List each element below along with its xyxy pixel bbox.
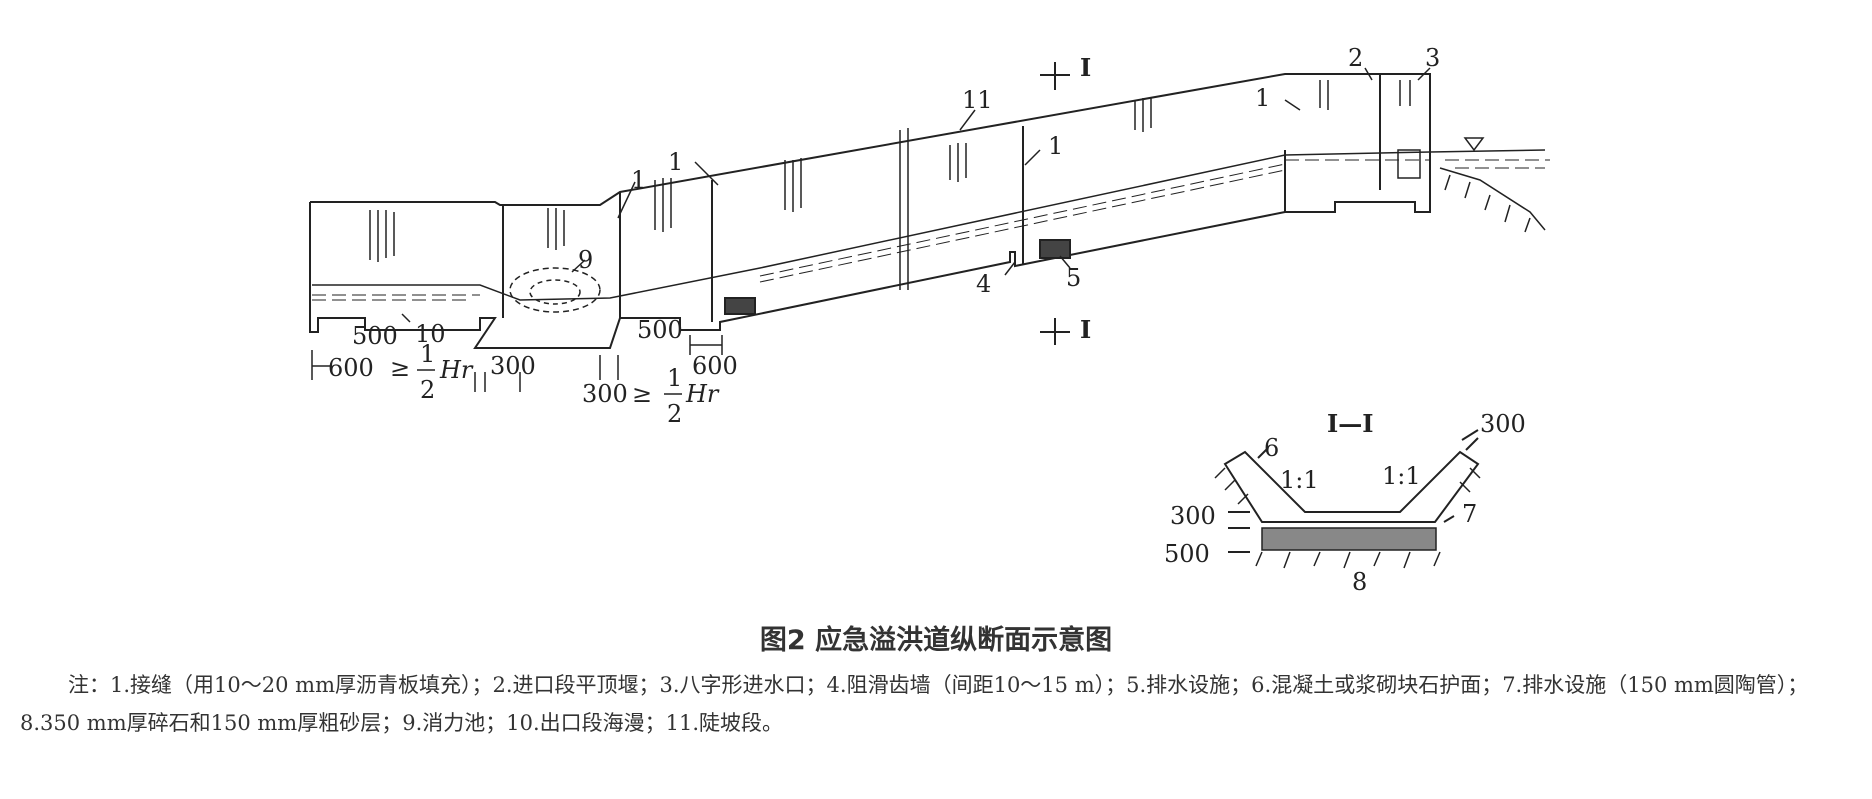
stilling-pool-swirl <box>509 267 601 313</box>
ge-mid: ≥ <box>632 380 652 408</box>
water-lines <box>312 159 1550 301</box>
label-4: 4 <box>976 270 991 298</box>
section-mark-label-bottom: I <box>1080 315 1091 344</box>
label-5: 5 <box>1066 264 1081 292</box>
section-mark-top <box>1040 62 1070 90</box>
dim-500-left: 500 <box>352 322 398 350</box>
label-2: 2 <box>1348 44 1363 72</box>
ge-left: ≥ <box>390 354 410 382</box>
cross-dim-300: 300 <box>1170 502 1216 530</box>
half-den-left: 2 <box>420 376 435 404</box>
cross-leaders <box>1228 429 1479 553</box>
dim-500-mid: 500 <box>637 316 683 344</box>
cross-section-title: I—I <box>1327 409 1373 438</box>
gravel-layer <box>1261 527 1437 551</box>
label-1d: 1 <box>1255 84 1270 112</box>
label-3: 3 <box>1425 44 1440 72</box>
label-9: 9 <box>578 246 593 274</box>
section-mark-label-top: I <box>1080 53 1091 82</box>
cross-label-7: 7 <box>1462 500 1477 528</box>
cross-label-6: 6 <box>1264 434 1279 462</box>
label-11: 11 <box>962 86 993 114</box>
dim-300-left: 300 <box>490 352 536 380</box>
label-10: 10 <box>415 320 446 348</box>
label-1c: 1 <box>1048 132 1063 160</box>
figure-note: 注：1.接缝（用10～20 mm厚沥青板填充）；2.进口段平顶堰；3.八字形进水… <box>20 666 1852 742</box>
label-1a: 1 <box>631 166 646 194</box>
inlet-box <box>1397 149 1421 179</box>
drain-left <box>724 297 756 315</box>
spillway-diagram: 1 1 1 1 2 3 4 5 9 10 11 I I 500 600 ≥ 1 … <box>309 44 1550 596</box>
figure-note-text: 注：1.接缝（用10～20 mm厚沥青板填充）；2.进口段平顶堰；3.八字形进水… <box>20 673 1809 735</box>
dim-600-mid: 600 <box>692 352 738 380</box>
water-level-symbol <box>1463 137 1485 152</box>
leader-lines <box>401 67 1431 323</box>
dimension-marks <box>311 335 723 392</box>
cross-slope-right: 1:1 <box>1382 462 1421 490</box>
section-mark-bottom <box>1040 318 1070 345</box>
stilling-pool-swirl-inner <box>529 279 581 305</box>
cross-slope-left: 1:1 <box>1280 466 1319 494</box>
channel-bottom-line <box>309 202 1286 349</box>
half-num-mid: 1 <box>667 364 682 392</box>
cross-label-8: 8 <box>1352 568 1367 596</box>
right-bank-hatch <box>1444 174 1531 233</box>
dim-300-mid: 300 <box>582 380 628 408</box>
figure-title: 图2 应急溢洪道纵断面示意图 <box>759 625 1113 656</box>
hr-mid: Hr <box>685 380 720 408</box>
cross-section-lining <box>1223 450 1480 523</box>
right-bank <box>1439 167 1546 231</box>
cross-dim-top-300: 300 <box>1480 410 1526 438</box>
longitudinal-labels: 1 1 1 1 2 3 4 5 9 10 11 I I <box>415 44 1440 348</box>
dimension-labels: 500 600 ≥ 1 2 Hr 300 500 600 300 ≥ 1 2 H… <box>328 316 738 428</box>
cross-section: I—I 300 6 1:1 1:1 300 500 7 8 <box>1164 409 1526 596</box>
longitudinal-section <box>309 62 1550 392</box>
drain-5 <box>1039 239 1071 259</box>
dim-600-left: 600 <box>328 354 374 382</box>
channel-top-line <box>310 73 1431 213</box>
wall-hatching <box>369 80 1411 262</box>
label-1b: 1 <box>668 148 683 176</box>
ground-hatch <box>1214 467 1481 569</box>
water-surface <box>312 149 1546 301</box>
half-num-left: 1 <box>420 340 435 368</box>
cross-dim-500: 500 <box>1164 540 1210 568</box>
half-den-mid: 2 <box>667 400 682 428</box>
hr-left: Hr <box>439 356 474 384</box>
